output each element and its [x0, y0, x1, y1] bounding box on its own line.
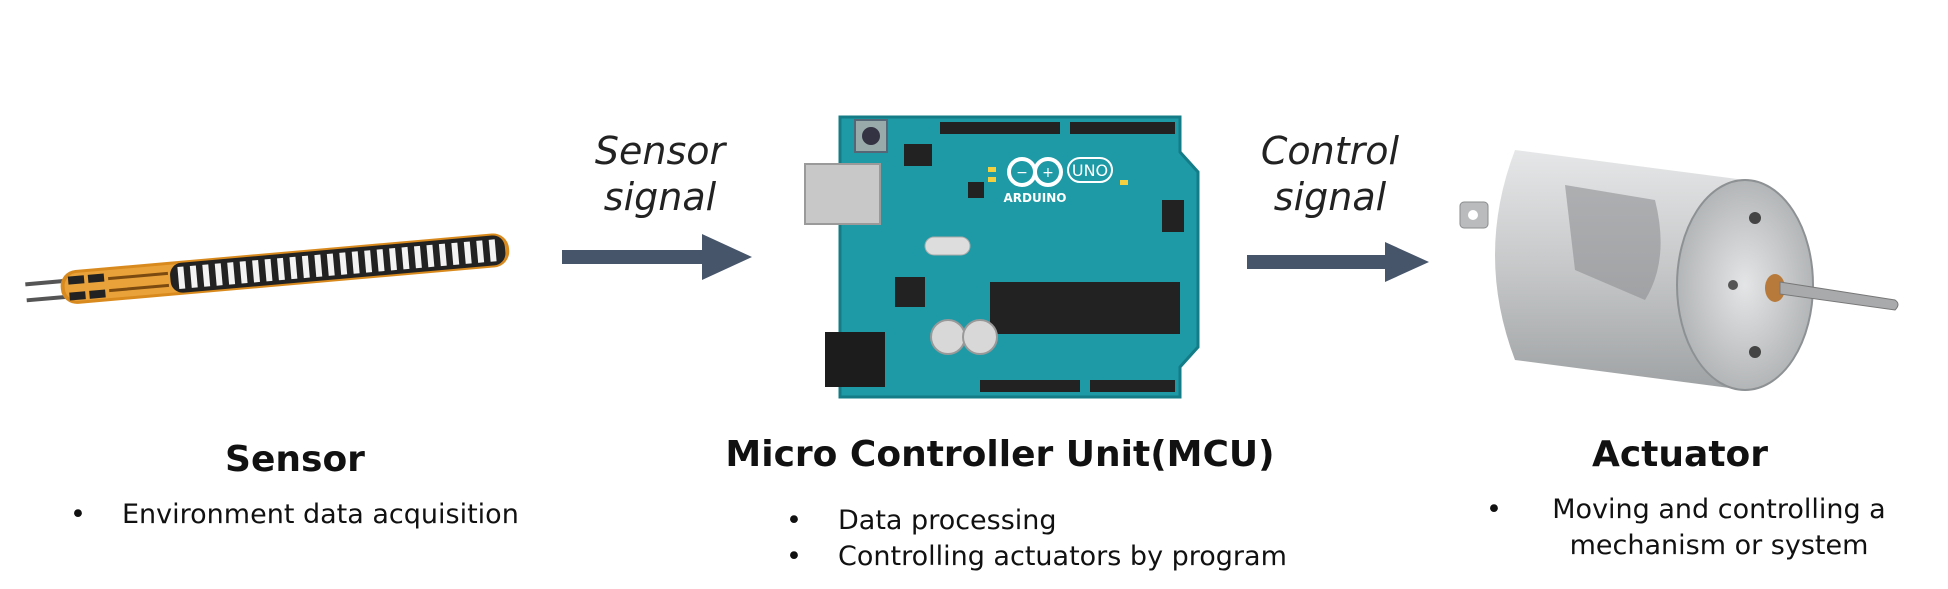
actuator-bullets: Moving and controlling a mechanism or sy…: [1480, 492, 1900, 564]
board-model: UNO: [1072, 161, 1108, 180]
arduino-board-icon: − + ARDUINO UNO: [804, 115, 1200, 399]
board-label: ARDUINO: [1004, 191, 1067, 205]
mcu-title: Micro Controller Unit(MCU): [725, 434, 1275, 475]
right-arrow-icon: [562, 234, 752, 280]
actuator-title: Actuator: [1591, 434, 1769, 475]
mcu-bullets: Data processing Controlling actuators by…: [780, 503, 1300, 575]
control-signal-line-2: signal: [1273, 175, 1387, 219]
list-item: Controlling actuators by program: [780, 539, 1300, 575]
sensor-signal-label: Sensor signal: [560, 128, 760, 220]
sensor-signal-line-1: Sensor: [594, 129, 726, 173]
control-signal-line-1: Control: [1260, 129, 1400, 173]
control-signal-label: Control signal: [1230, 128, 1430, 220]
flex-sensor-icon: [25, 233, 510, 304]
list-item: Environment data acquisition: [64, 497, 584, 533]
sensor-bullets: Environment data acquisition: [64, 497, 584, 533]
dc-motor-icon: [1459, 150, 1899, 391]
svg-text:+: +: [1042, 165, 1054, 181]
list-item: Data processing: [780, 503, 1300, 539]
list-item: Moving and controlling a mechanism or sy…: [1480, 492, 1900, 564]
sensor-title: Sensor: [225, 439, 365, 480]
right-arrow-icon: [1247, 242, 1429, 282]
svg-text:−: −: [1016, 165, 1028, 181]
sensor-signal-line-2: signal: [603, 175, 717, 219]
